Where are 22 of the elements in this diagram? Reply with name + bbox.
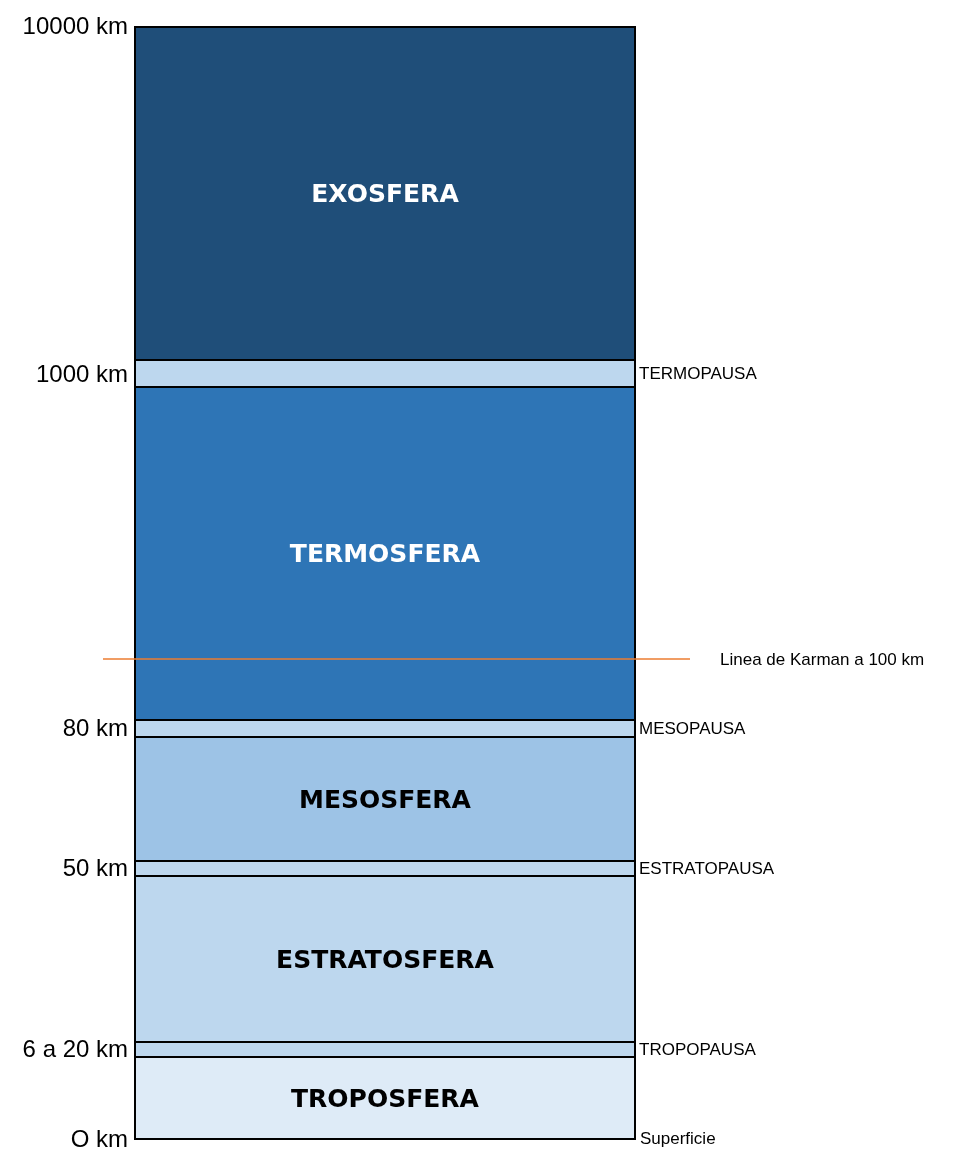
layer-name: TROPOSFERA — [291, 1083, 479, 1113]
layer-name: ESTRATOSFERA — [276, 944, 494, 974]
altitude-label: 80 km — [62, 714, 128, 742]
layer-name: MESOSFERA — [299, 784, 471, 814]
boundary-name: ESTRATOPAUSA — [639, 858, 775, 879]
annotation-text: Linea de Karman a 100 km — [720, 650, 925, 670]
layer-name: TERMOSFERA — [289, 539, 481, 568]
layer-name: EXOSFERA — [311, 179, 459, 208]
altitude-label: O km — [70, 1125, 128, 1151]
layer-band — [134, 1056, 636, 1140]
altitude-label: 6 a 20 km — [22, 1035, 128, 1063]
layer-band — [134, 875, 636, 1043]
altitude-label: 50 km — [62, 854, 128, 882]
boundary-name: TERMOPAUSA — [639, 363, 757, 384]
altitude-label: 1000 km — [35, 360, 128, 388]
boundary-name: TROPOPAUSA — [639, 1039, 756, 1060]
annotation-text: Superficie — [640, 1129, 716, 1149]
layer-band — [134, 386, 636, 721]
layer-band — [134, 26, 636, 361]
boundary-name: MESOPAUSA — [639, 718, 746, 739]
altitude-label: 10000 km — [22, 12, 128, 40]
layer-band — [134, 736, 636, 862]
